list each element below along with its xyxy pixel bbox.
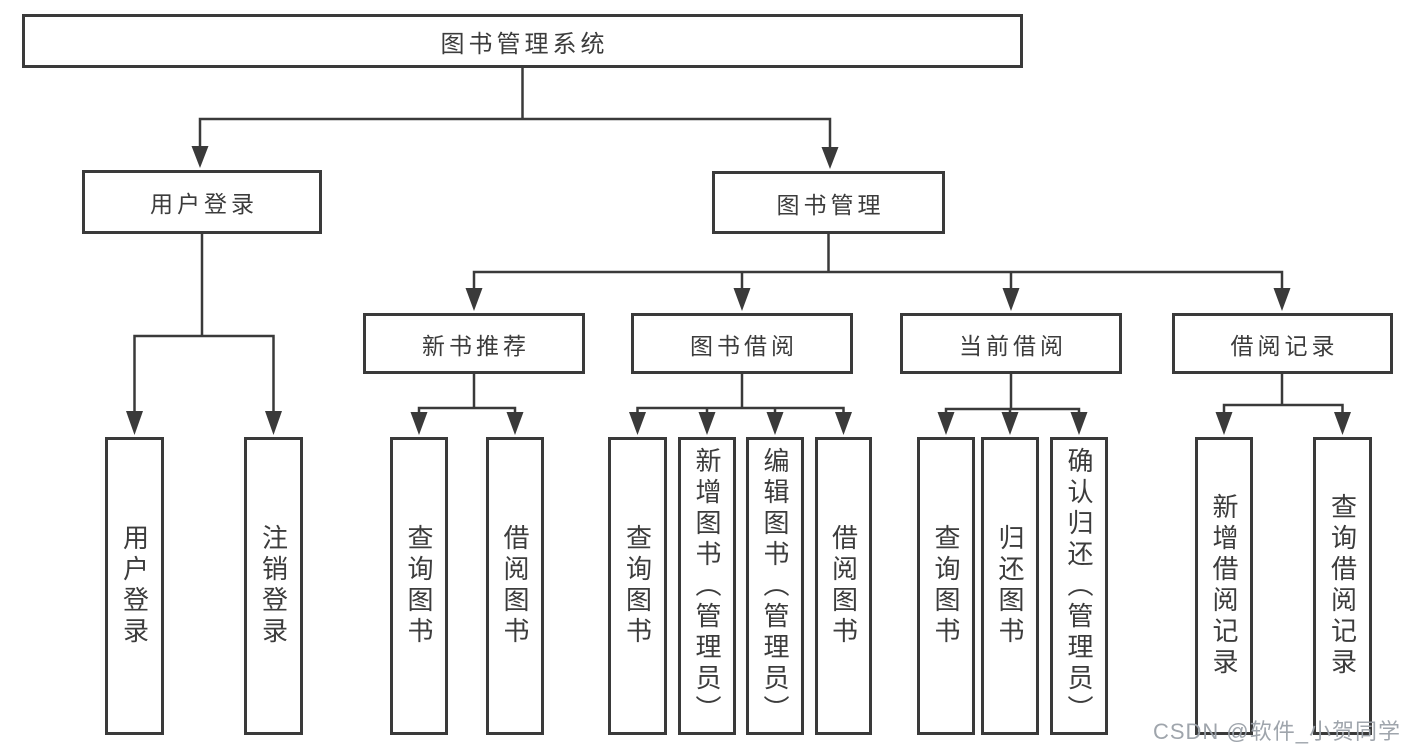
- node-edit-books-admin: 编辑图书（管理员）: [746, 437, 804, 735]
- node-logout: 注销登录: [244, 437, 303, 735]
- node-book-management: 图书管理: [712, 171, 945, 234]
- connector-lines: [133, 66, 1344, 418]
- node-add-books-admin: 新增图书（管理员）: [678, 437, 736, 735]
- node-label: 注销登录: [258, 524, 289, 648]
- node-book-borrowing: 图书借阅: [631, 313, 853, 374]
- node-label: 确认归还（管理员）: [1064, 446, 1094, 726]
- node-label: 查询图书: [931, 524, 961, 648]
- arrowhead-icons: [126, 146, 1351, 435]
- node-label: 用户登录: [119, 524, 150, 648]
- node-user-login: 用户登录: [82, 170, 322, 234]
- node-add-borrow-record: 新增借阅记录: [1195, 437, 1253, 735]
- node-user-login-action: 用户登录: [105, 437, 164, 735]
- node-query-books: 查询图书: [608, 437, 667, 735]
- node-query-books: 查询图书: [390, 437, 448, 735]
- node-label: 借阅图书: [500, 524, 530, 648]
- node-return-books: 归还图书: [981, 437, 1039, 735]
- node-library-system: 图书管理系统: [22, 14, 1023, 68]
- node-label: 新增借阅记录: [1209, 493, 1239, 679]
- node-label: 编辑图书（管理员）: [760, 446, 790, 726]
- node-label: 查询借阅记录: [1327, 493, 1358, 679]
- node-borrow-books: 借阅图书: [486, 437, 544, 735]
- node-confirm-return-admin: 确认归还（管理员）: [1050, 437, 1108, 735]
- node-label: 归还图书: [995, 524, 1025, 648]
- node-current-borrowing: 当前借阅: [900, 313, 1122, 374]
- node-label: 新增图书（管理员）: [692, 446, 722, 726]
- node-query-books: 查询图书: [917, 437, 975, 735]
- node-query-borrow-record: 查询借阅记录: [1313, 437, 1372, 735]
- node-label: 查询图书: [622, 524, 653, 648]
- node-label: 查询图书: [404, 524, 434, 648]
- node-new-book-recommendation: 新书推荐: [363, 313, 585, 374]
- node-label: 借阅图书: [828, 524, 859, 648]
- node-borrowing-records: 借阅记录: [1172, 313, 1393, 374]
- node-borrow-books: 借阅图书: [815, 437, 872, 735]
